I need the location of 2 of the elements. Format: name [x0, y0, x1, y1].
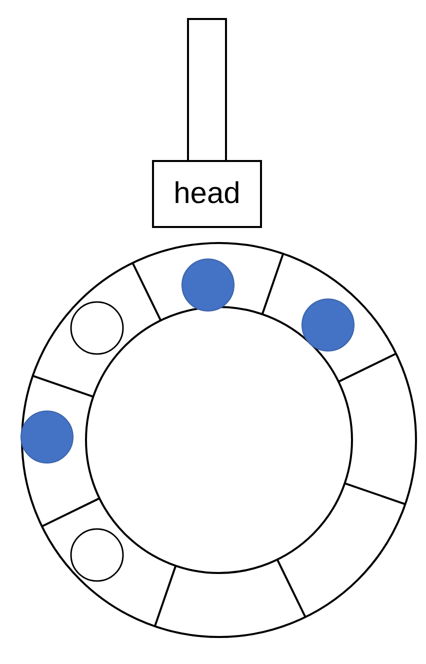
head-box — [152, 160, 262, 228]
head-label: head — [174, 179, 240, 209]
